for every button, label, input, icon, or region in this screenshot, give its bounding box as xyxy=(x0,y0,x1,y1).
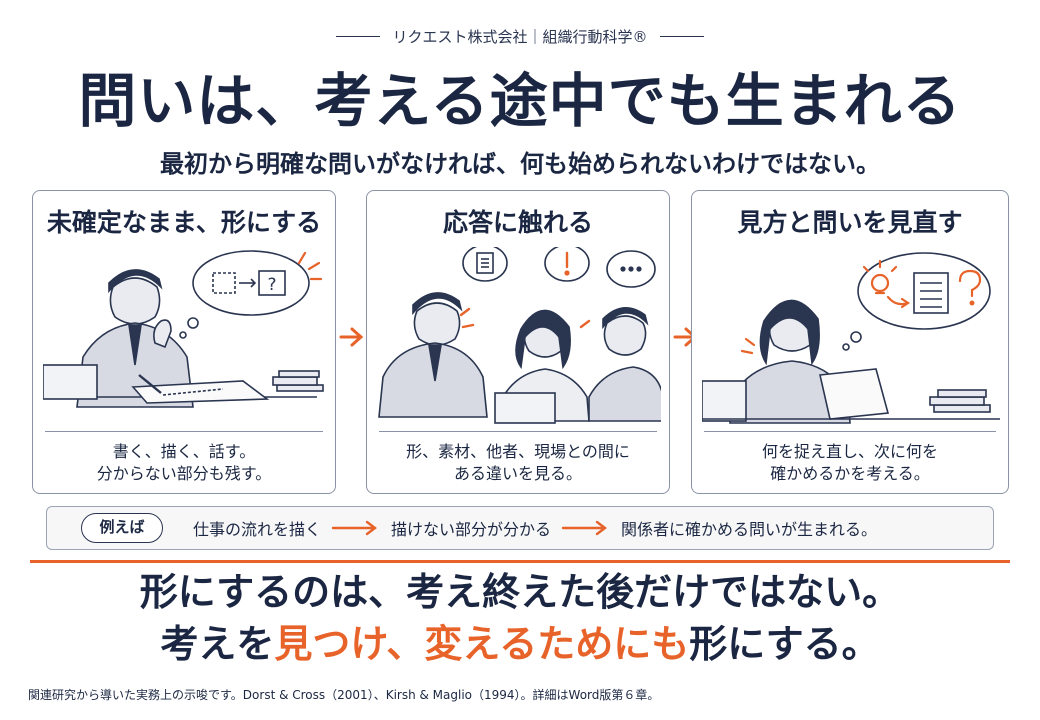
panel-review: 見方と問いを見直す xyxy=(691,190,1009,494)
panel-caption: 形、素材、他者、現場との間に ある違いを見る。 xyxy=(367,441,669,485)
thinking-woman-icon xyxy=(702,252,1000,424)
panel-title: 未確定なまま、形にする xyxy=(46,208,322,237)
panel-response: 応答に触れる xyxy=(366,190,670,494)
conclusion-line-1: 形にするのは、考え終えた後だけではない。 xyxy=(139,569,901,614)
caption-line: 何を捉え直し、次に何を xyxy=(761,442,938,461)
thinking-man-icon: ? xyxy=(43,250,324,408)
header-credit: リクエスト株式会社｜組織行動科学® xyxy=(0,24,1040,48)
header-rule-left xyxy=(336,35,381,37)
panel-divider xyxy=(379,431,657,432)
footnote: 関連研究から導いた実務上の示唆です。Dorst & Cross（2001）、Ki… xyxy=(28,688,660,702)
panel-title: 応答に触れる xyxy=(442,208,593,237)
flow-arrow-icon xyxy=(339,327,364,347)
header-rule-right xyxy=(659,35,704,37)
conclusion-highlight: 見つけ、変えるためにも xyxy=(274,621,690,666)
panel-divider xyxy=(45,431,323,432)
orange-arrow-icon xyxy=(561,520,608,536)
caption-line: 分からない部分も残す。 xyxy=(96,464,272,483)
panel-caption: 書く、描く、話す。 分からない部分も残す。 xyxy=(33,441,335,485)
caption-line: 形、素材、他者、現場との間に xyxy=(406,442,630,461)
caption-line: 確かめるかを考える。 xyxy=(770,464,930,483)
example-step: 仕事の流れを描く xyxy=(193,520,322,539)
conclusion-text: 考えを xyxy=(160,621,275,666)
example-box: 例えば 仕事の流れを描く 描けない部分が分かる 関係者に確かめる問いが生まれる。 xyxy=(46,506,994,550)
page-title: 問いは、考える途中でも生まれる xyxy=(78,67,962,135)
svg-text:?: ? xyxy=(267,275,276,295)
orange-arrow-icon xyxy=(331,520,378,536)
example-label: 例えば xyxy=(81,513,163,543)
panel-divider xyxy=(704,431,996,432)
panel-title: 見方と問いを見直す xyxy=(737,208,963,237)
conclusion-text: 形にする。 xyxy=(689,621,880,666)
conclusion-line-2: 考えを見つけ、変えるためにも形にする。 xyxy=(0,618,1040,670)
page-subtitle: 最初から明確な問いがなければ、何も始められないわけではない。 xyxy=(160,150,880,178)
header-text: リクエスト株式会社｜組織行動科学® xyxy=(392,27,648,46)
panel-formalize: 未確定なまま、形にする ? xyxy=(32,190,336,494)
conclusion: 形にするのは、考え終えた後だけではない。 考えを見つけ、変えるためにも形にする。 xyxy=(0,566,1040,670)
accent-divider xyxy=(30,560,1010,563)
discussion-people-icon xyxy=(378,247,661,424)
example-step: 描けない部分が分かる xyxy=(391,520,552,539)
caption-line: 書く、描く、話す。 xyxy=(112,442,256,461)
caption-line: ある違いを見る。 xyxy=(453,464,582,483)
example-step: 関係者に確かめる問いが生まれる。 xyxy=(621,520,878,539)
panel-caption: 何を捉え直し、次に何を 確かめるかを考える。 xyxy=(692,441,1008,485)
